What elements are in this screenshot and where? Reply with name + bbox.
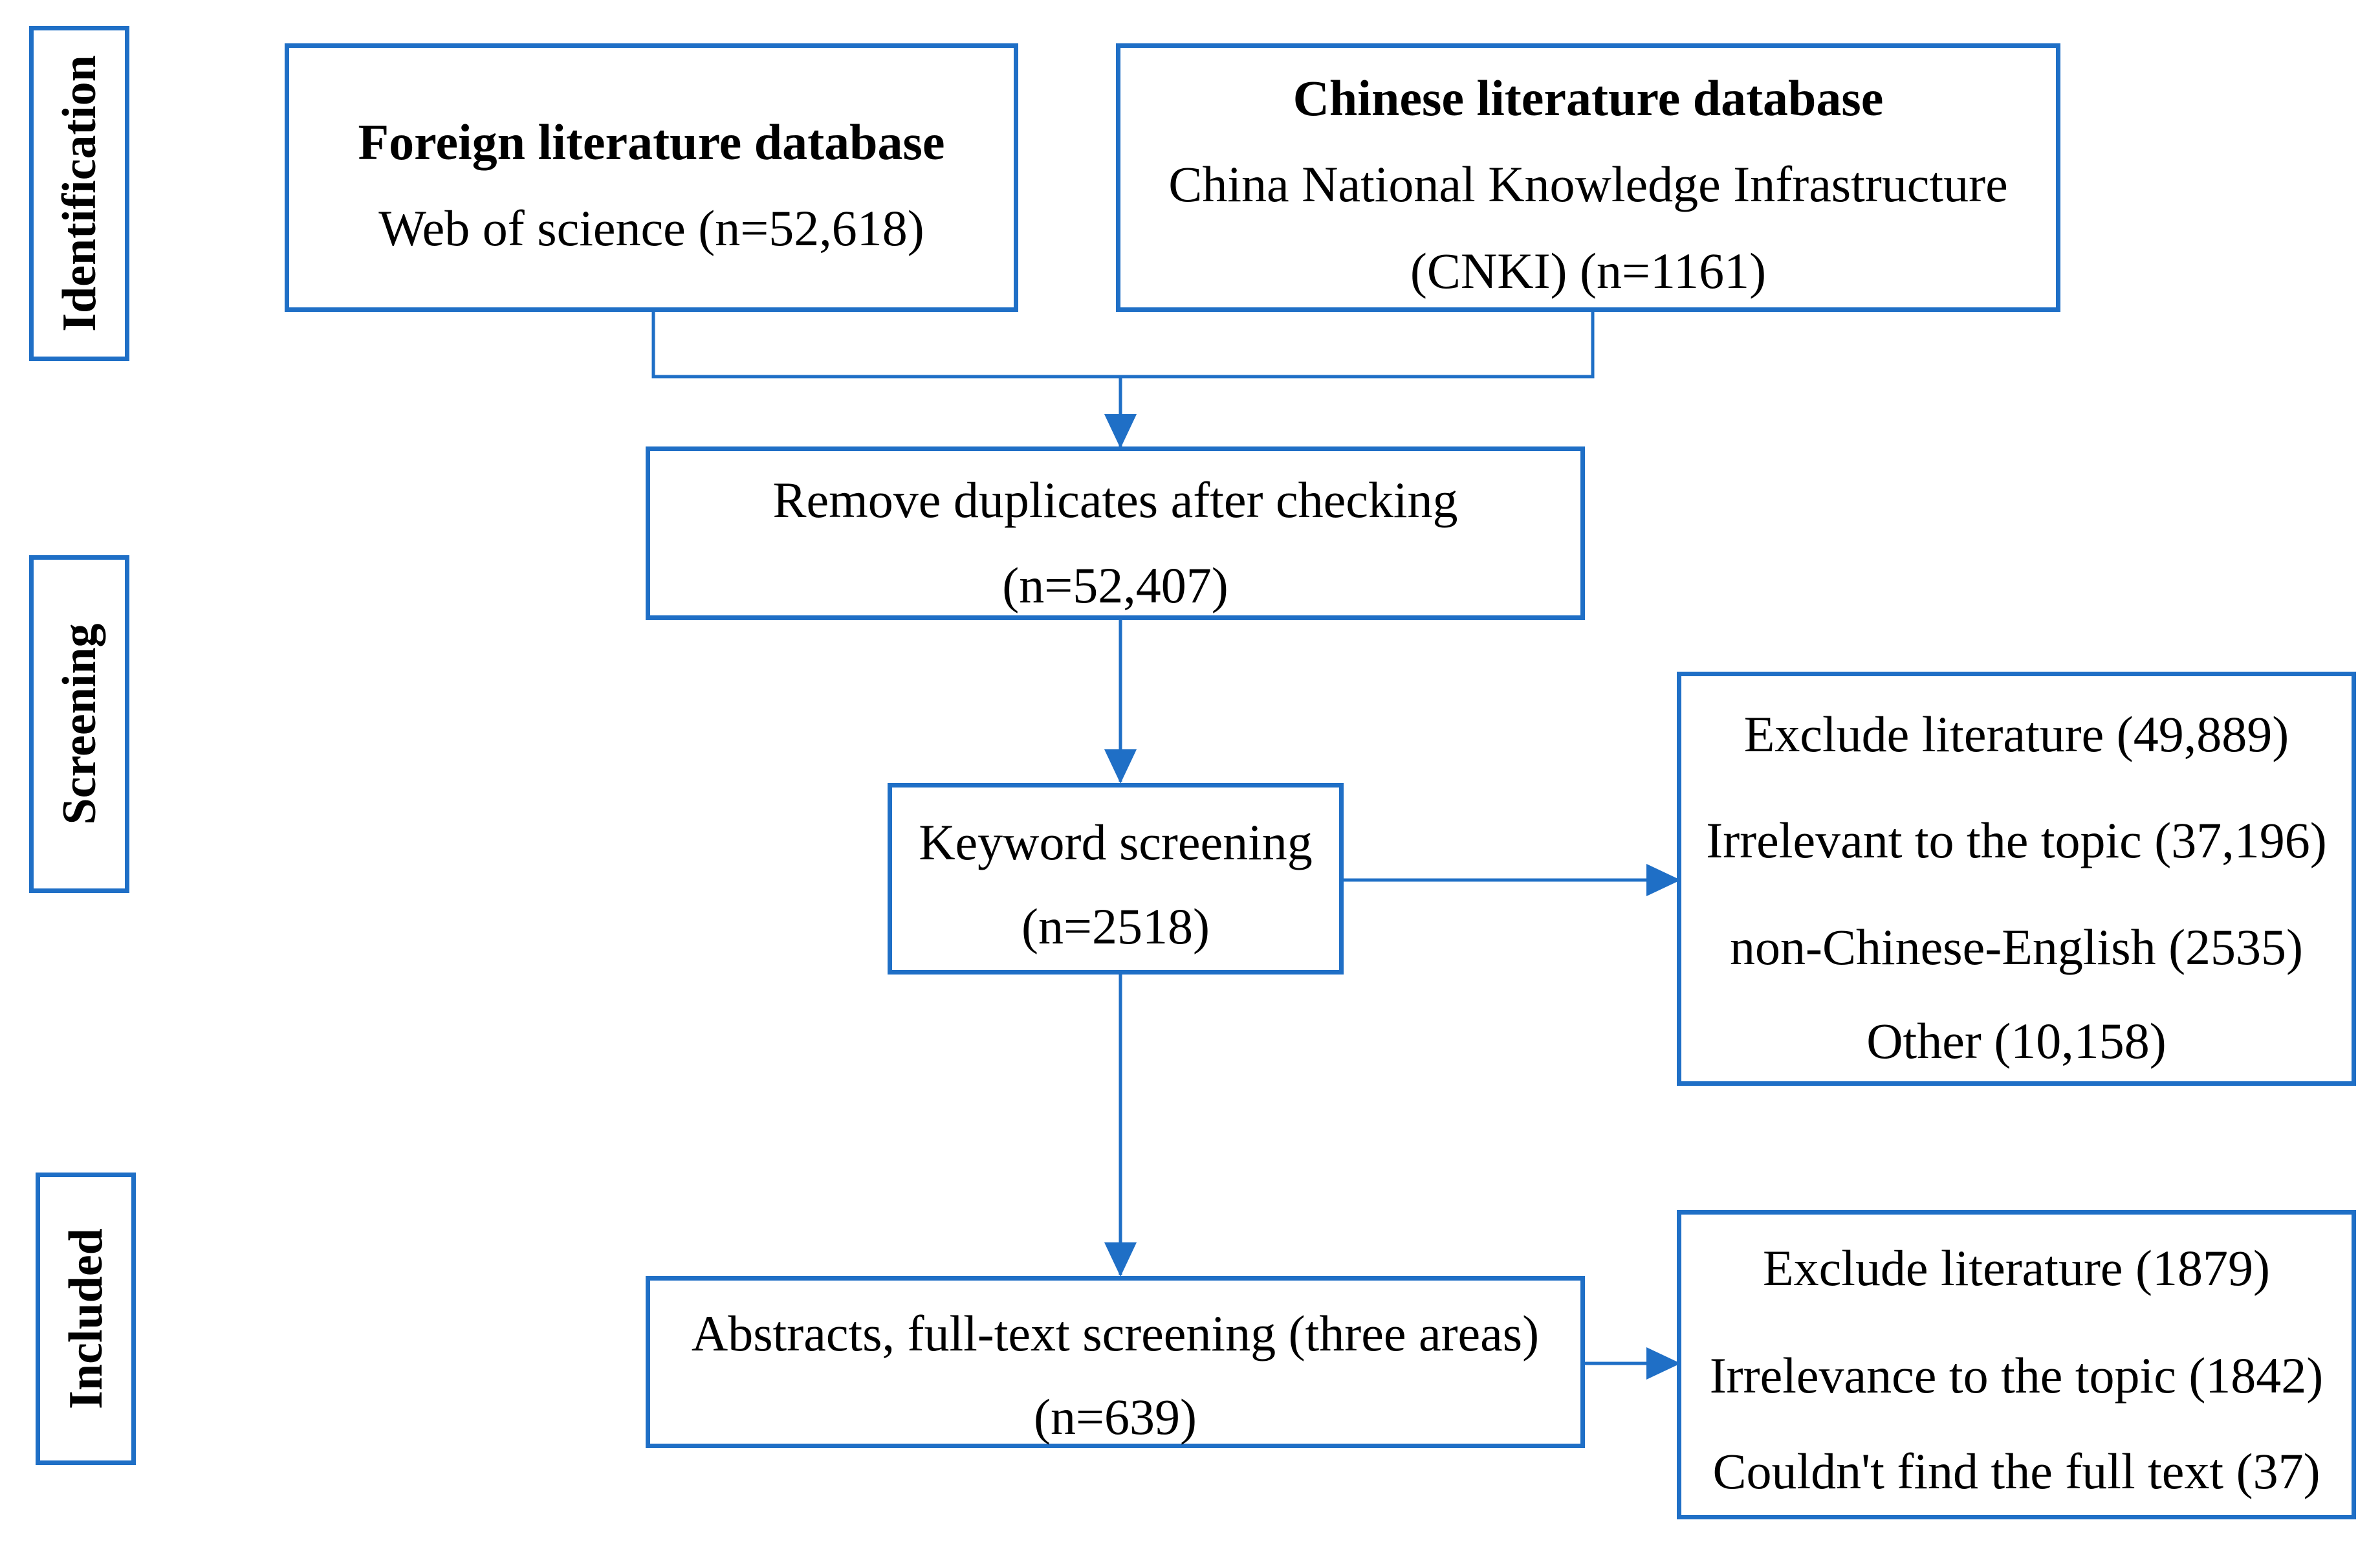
dedup-count: (n=52,407) (1002, 557, 1228, 613)
arrowhead-exclude1 (1646, 864, 1681, 896)
exclusion1-language: non-Chinese-English (2535) (1729, 919, 2304, 975)
keyword-screening-count: (n=2518) (1021, 898, 1210, 954)
dedup-box: Remove duplicates after checking (n=52,4… (646, 446, 1585, 620)
arrowhead-dedup (1104, 414, 1137, 448)
chinese-database-title: Chinese literature database (1293, 70, 1884, 126)
exclusion2-no-fulltext: Couldn't find the full text (37) (1712, 1443, 2320, 1499)
exclusion-box-screening: Exclude literature (49,889) Irrelevant t… (1677, 672, 2356, 1086)
keyword-screening-box: Keyword screening (n=2518) (888, 783, 1344, 975)
stage-included-label: Included (59, 1228, 113, 1409)
chinese-database-count: (CNKI) (n=1161) (1410, 243, 1767, 299)
foreign-database-box: Foreign literature database Web of scien… (285, 43, 1018, 312)
exclusion1-other: Other (10,158) (1866, 1013, 2167, 1069)
chinese-database-name: China National Knowledge Infrastructure (1168, 156, 2008, 212)
fulltext-screening-box: Abstracts, full-text screening (three ar… (646, 1276, 1585, 1448)
exclusion2-irrelevant: Irrelevance to the topic (1842) (1709, 1347, 2324, 1404)
exclusion-box-included: Exclude literature (1879) Irrelevance to… (1677, 1210, 2356, 1519)
exclusion1-total: Exclude literature (49,889) (1743, 706, 2289, 762)
exclusion2-total: Exclude literature (1879) (1763, 1240, 2270, 1296)
exclusion1-irrelevant: Irrelevant to the topic (37,196) (1706, 812, 2327, 868)
fulltext-screening-label: Abstracts, full-text screening (three ar… (691, 1305, 1540, 1361)
stage-included: Included (36, 1173, 136, 1465)
merge-connector (651, 311, 1595, 379)
fulltext-screening-count: (n=639) (1034, 1389, 1197, 1445)
arrowhead-fulltext (1104, 1242, 1137, 1277)
stage-identification-label: Identification (52, 55, 106, 332)
chinese-database-box: Chinese literature database China Nation… (1116, 43, 2060, 312)
stage-screening: Screening (29, 555, 129, 893)
stage-identification: Identification (29, 26, 129, 361)
foreign-database-title: Foreign literature database (358, 114, 945, 170)
dedup-label: Remove duplicates after checking (772, 472, 1458, 528)
stage-screening-label: Screening (52, 623, 106, 825)
foreign-database-count: Web of science (n=52,618) (378, 200, 924, 256)
keyword-screening-label: Keyword screening (919, 814, 1313, 870)
arrowhead-exclude2 (1646, 1347, 1681, 1380)
arrowhead-keyword (1104, 749, 1137, 784)
